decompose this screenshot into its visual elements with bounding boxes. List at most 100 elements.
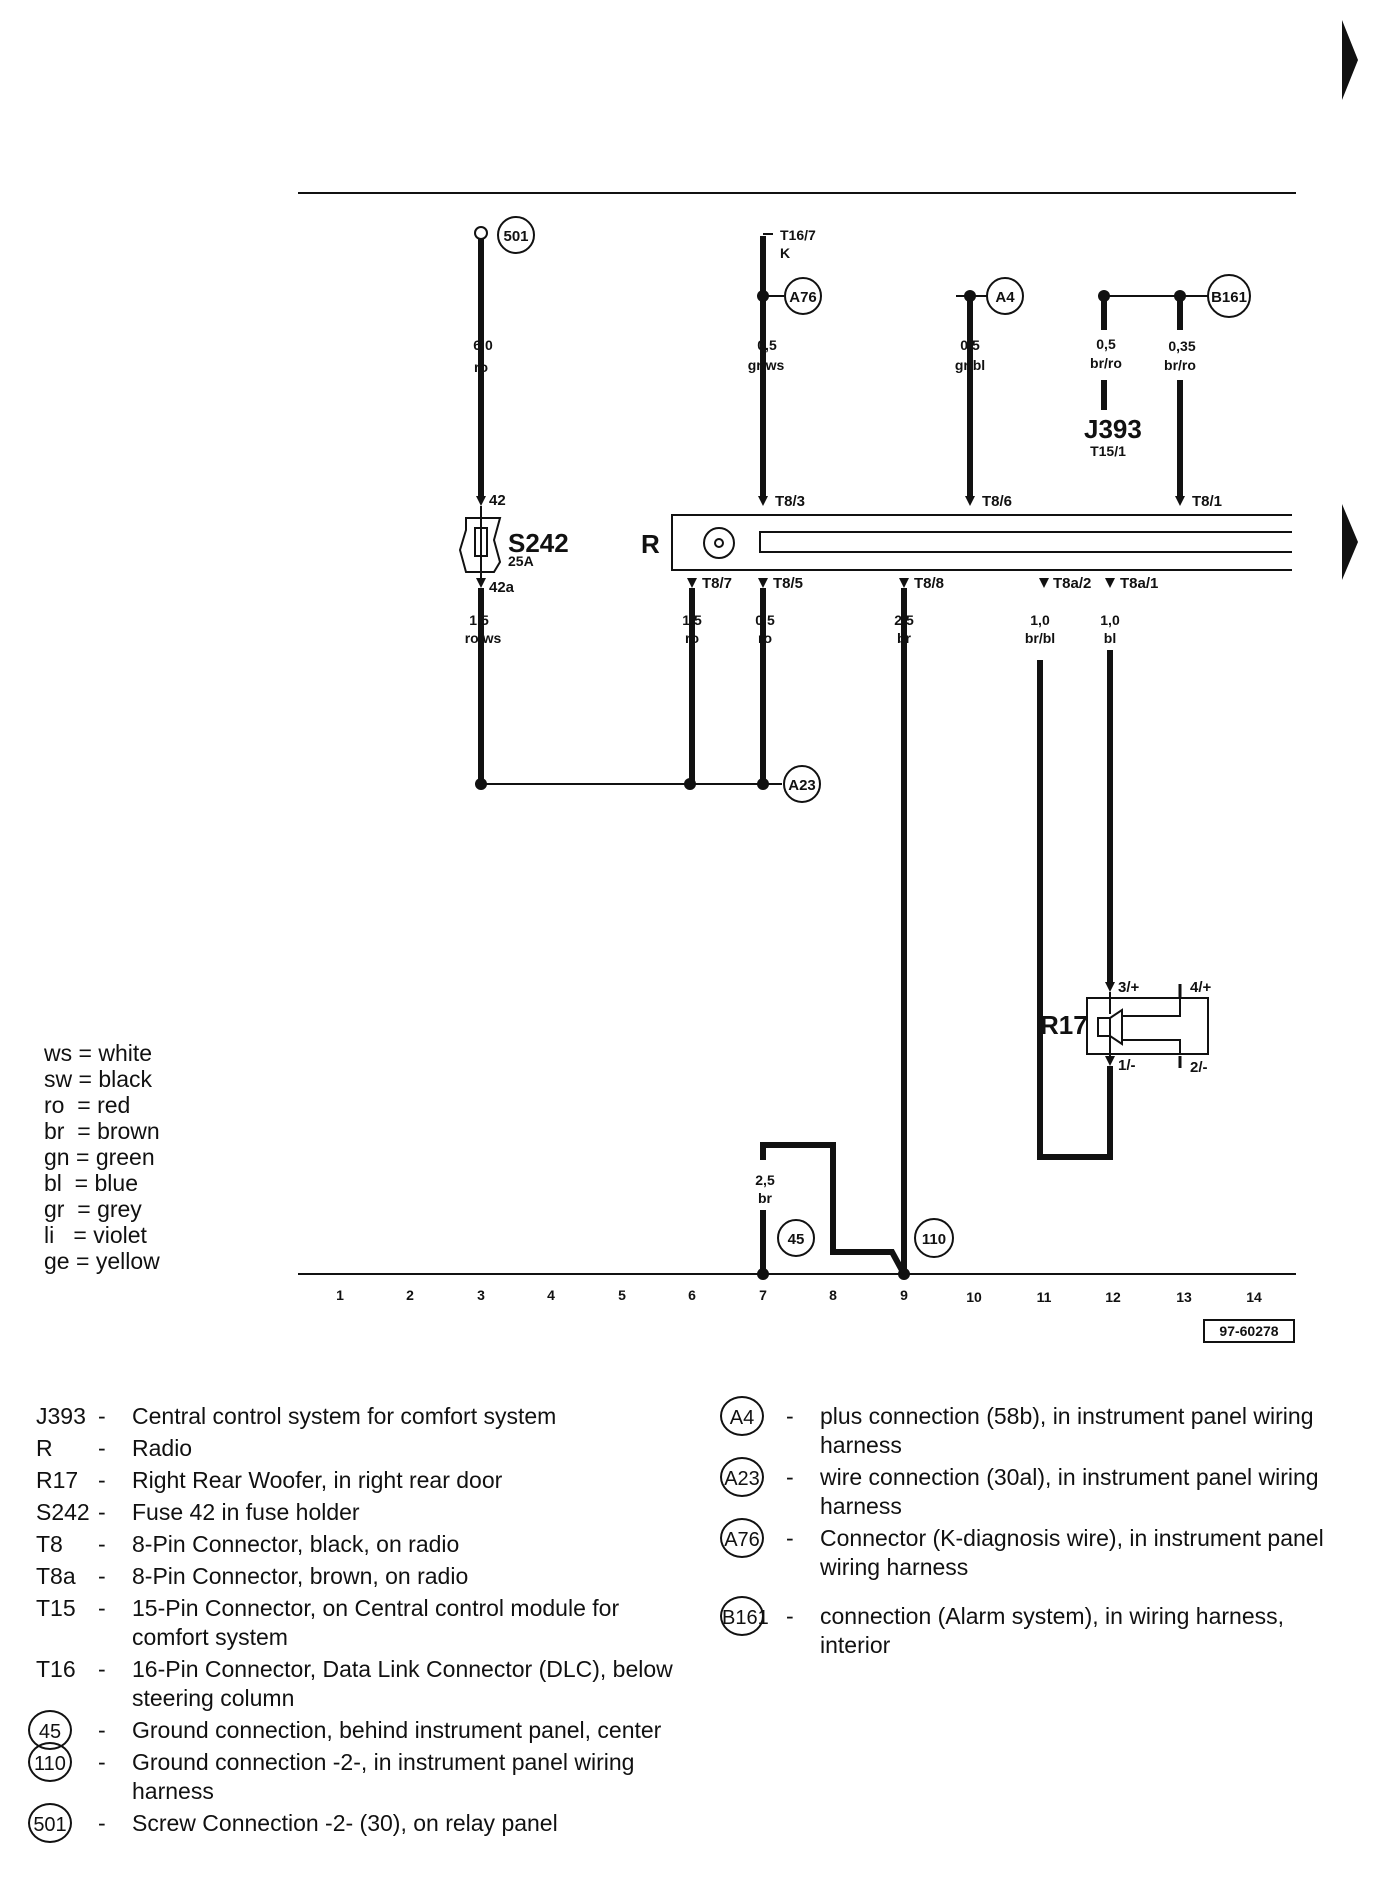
color-code: ws [44,1040,73,1066]
pin-label: T8/7 [702,575,732,592]
wire-size: 6,0 [473,337,493,353]
color-code-row: br = brown [44,1118,160,1144]
color-name: yellow [95,1248,160,1274]
legend-code: T15 [36,1595,76,1621]
legend-item: A76-Connector (K-diagnosis wire), in ins… [720,1518,1360,1582]
color-name: blue [94,1170,138,1196]
legend-dash: - [98,1749,106,1775]
color-code-legend: ws = white sw = black ro = red br = brow… [44,1040,160,1274]
track-number: 5 [618,1287,626,1303]
wire-size: 1,0 [1030,612,1050,628]
connection-a4-label: A4 [995,289,1015,306]
pin-arrow-icon [1105,982,1115,992]
legend-dash: - [786,1603,794,1629]
track-number: 10 [966,1289,982,1305]
junction-dot [757,1268,769,1280]
color-code-row: ge = yellow [44,1248,160,1274]
speaker-cone-icon [1109,1008,1123,1046]
fuse-rating: 25A [508,553,534,569]
connection-a76-label: A76 [789,289,817,306]
connection-a23-marker [783,765,821,803]
track-number: 6 [688,1287,696,1303]
legend-item: R-Radio [36,1434,676,1463]
color-name: green [95,1144,155,1170]
color-code: gn [44,1144,70,1170]
junction-dot [475,778,487,790]
legend-item: A23-wire connection (30al), in instrumen… [720,1457,1360,1521]
track-numbers: 1 2 3 4 5 6 7 8 9 10 11 12 13 14 [336,1287,1262,1305]
color-code-row: gr = grey [44,1196,142,1222]
color-name: brown [97,1118,160,1144]
pin-arrow-icon [476,496,486,506]
legend-dash: - [98,1403,106,1429]
color-code-row: ws = white [44,1040,153,1066]
connection-501-marker [497,216,535,254]
legend-code-circle: 501 [28,1803,72,1843]
fuse-label: S242 [508,528,569,558]
color-name: violet [93,1222,147,1248]
legend-dash: - [98,1656,106,1682]
color-code-row: gn = green [44,1144,155,1170]
pin-arrow-icon [1175,496,1185,506]
legend-dash: - [786,1525,794,1551]
pin-label: T8a/1 [1120,575,1158,592]
pin-arrow-icon [758,578,768,588]
junction-dot [898,1268,910,1280]
wire-size: 1,5 [469,612,489,628]
radio-body [671,514,1292,571]
legend-dash: - [786,1403,794,1429]
reference-number: 97-60278 [1219,1323,1278,1339]
color-name: black [98,1066,153,1092]
radio-display [759,531,1292,553]
legend-dash: - [98,1531,106,1557]
connection-501-label: 501 [503,228,528,245]
color-code: sw [44,1066,73,1092]
legend-desc: Fuse 42 in fuse holder [132,1499,360,1525]
wire-size: 0,5 [960,337,980,353]
color-name: red [97,1092,131,1118]
continue-arrow-icon [1342,504,1358,580]
control-module-pin: T15/1 [1090,443,1126,459]
track-number: 8 [829,1287,837,1303]
track-number: 13 [1176,1289,1192,1305]
reference-box [1203,1319,1295,1343]
control-module-label: J393 [1084,414,1142,444]
wire-color: br [897,630,912,646]
legend-item: S242-Fuse 42 in fuse holder [36,1498,676,1527]
next-page-arrow-icon [1342,20,1358,100]
pin-label: 3/+ [1118,979,1140,996]
legend-code: T8 [36,1531,63,1557]
color-name: white [98,1040,153,1066]
legend-code: R [36,1435,53,1461]
legend-desc: Ground connection, behind instrument pan… [132,1717,662,1743]
wire-color: ro [758,630,772,646]
legend-desc: 15-Pin Connector, on Central control mod… [132,1595,620,1650]
pin-arrow-icon [1039,578,1049,588]
dlc-pin-label: T16/7 [780,227,816,243]
legend-desc: 8-Pin Connector, black, on radio [132,1531,460,1557]
legend-item: T8 -8-Pin Connector, black, on radio [36,1530,676,1559]
legend-item: T8a-8-Pin Connector, brown, on radio [36,1562,676,1591]
legend-desc: 8-Pin Connector, brown, on radio [132,1563,469,1589]
legend-code-circle: B161 [720,1596,769,1636]
wire-size: 1,5 [682,612,702,628]
color-code: gr [44,1196,65,1222]
pin-label: T8/8 [914,575,944,592]
component-legend-left: J393-Central control system for comfort … [28,1402,676,1843]
legend-dash: - [98,1435,106,1461]
legend-code: S242 [36,1499,90,1525]
legend-desc: connection (Alarm system), in wiring har… [820,1603,1284,1658]
track-number: 2 [406,1287,414,1303]
legend-desc: Right Rear Woofer, in right rear door [132,1467,503,1493]
pin-label: T8/6 [982,493,1012,510]
legend-dash: - [98,1563,106,1589]
wire-color: br/ro [1090,355,1122,371]
color-code: li [44,1222,55,1248]
legend-desc: 16-Pin Connector, Data Link Connector (D… [132,1656,673,1711]
legend-item: 110-Ground connection -2-, in instrument… [28,1742,676,1806]
wire [760,1142,907,1276]
wire-color: br [758,1190,773,1206]
wire-color: br/bl [1025,630,1055,646]
wire-size: 2,5 [894,612,914,628]
pin-label: T8/3 [775,493,805,510]
